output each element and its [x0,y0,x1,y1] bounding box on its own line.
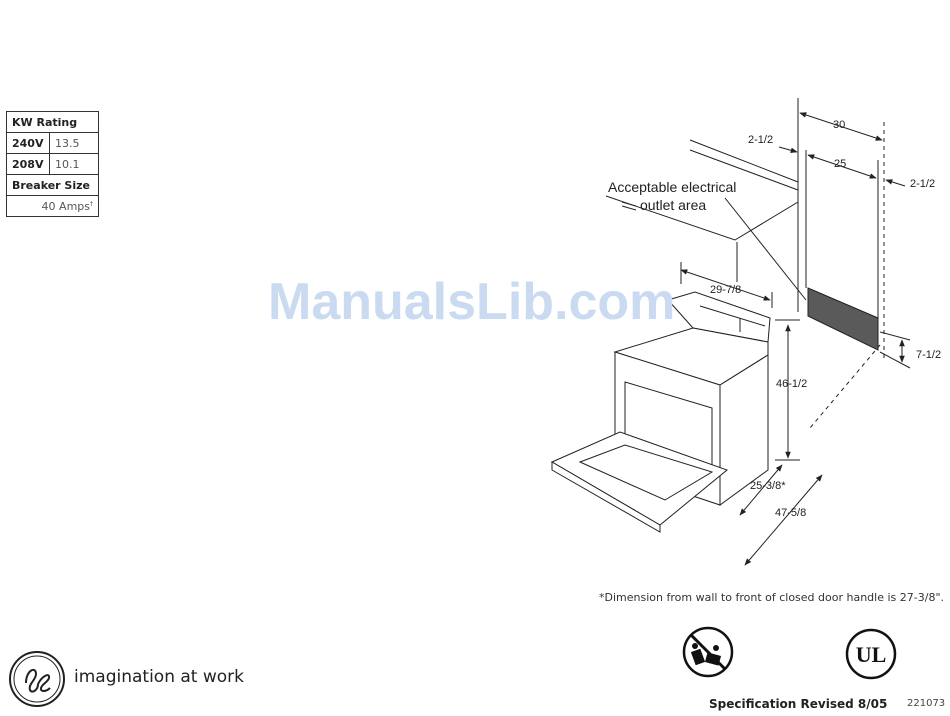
dim-30-label: 30 [833,119,845,131]
ge-tagline: imagination at work [74,667,244,687]
dim-7-1-2-label: 7-1/2 [916,349,941,361]
dim-47-5-8-label: 47-5/8 [775,507,806,519]
ul-listed-icon: UL [845,628,897,680]
dimension-footnote: *Dimension from wall to front of closed … [599,591,944,604]
dim-2-1-2-left-label: 2-1/2 [748,134,773,146]
outlet-area-label-line2: outlet area [640,197,706,213]
document-number: 221073 [907,698,945,709]
anti-tip-warning-icon [682,626,734,678]
dim-25-3-8-label: 25-3/8* [750,480,786,492]
ge-monogram-logo [8,650,66,708]
dim-25-label: 25 [834,158,846,170]
dim-29-7-8-label: 29-7/8 [710,284,741,296]
dim-2-1-2-right-label: 2-1/2 [910,178,935,190]
dim-46-1-2-label: 46-1/2 [776,378,807,390]
outlet-area-label-line1: Acceptable electrical [608,179,736,195]
watermark: ManualsLib.com [268,272,675,332]
spec-revised-label: Specification Revised 8/05 [709,697,887,711]
outlet-area-shading [808,288,878,350]
ul-mark-text: UL [856,642,887,667]
